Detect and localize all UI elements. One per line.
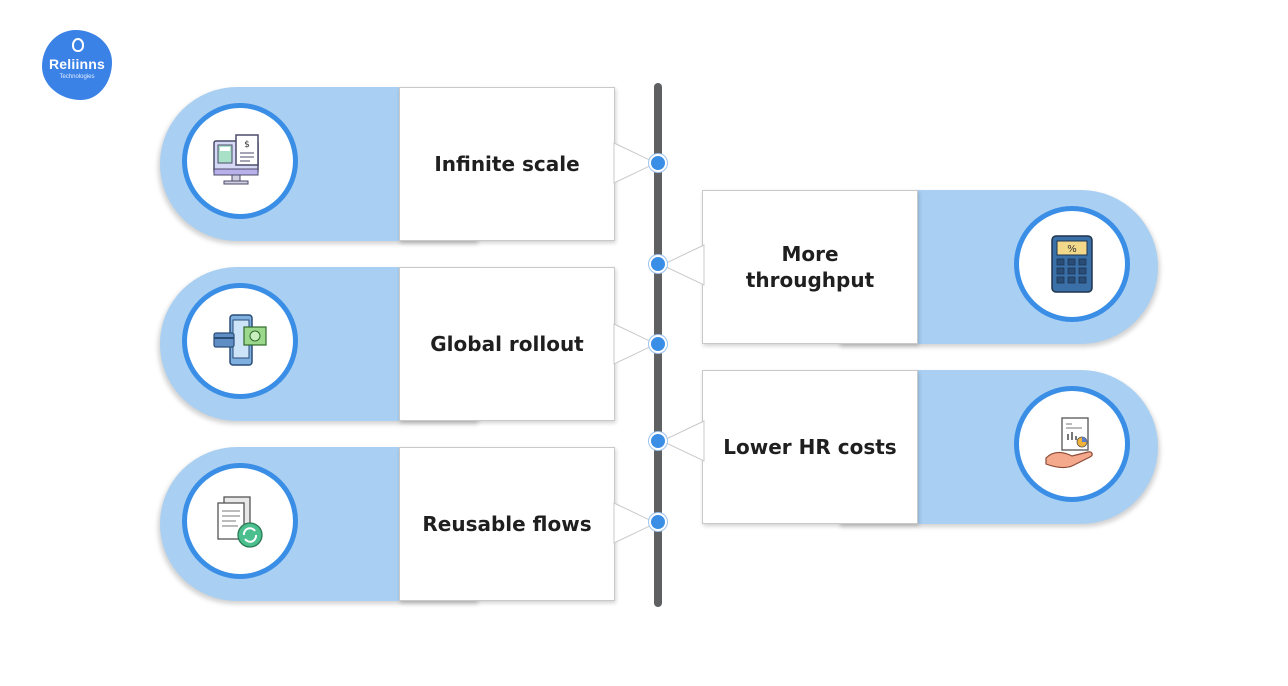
connector-wedge (613, 142, 658, 184)
company-logo: Reliinns Technologies (42, 30, 112, 100)
card-label: Lower HR costs (723, 435, 897, 459)
icon-ring: $ (182, 103, 298, 219)
document-refresh-icon (217, 496, 263, 548)
calculator-icon: % (1051, 235, 1093, 293)
icon-ring (1014, 386, 1130, 502)
card-label-box: More throughput (702, 190, 918, 344)
card-label-box: Reusable flows (399, 447, 615, 601)
timeline-dot (649, 432, 667, 450)
svg-text:%: % (1067, 244, 1077, 255)
svg-text:$: $ (244, 140, 250, 150)
card-label-box: Lower HR costs (702, 370, 918, 524)
icon-ring (182, 283, 298, 399)
hand-report-icon (1045, 417, 1093, 469)
timeline-dot (649, 335, 667, 353)
connector-wedge (613, 323, 658, 365)
benefit-card-lower-hr-costs: Lower HR costs (702, 370, 1158, 524)
connector-wedge (613, 502, 658, 544)
benefit-card-global-rollout: Global rollout (160, 267, 615, 421)
icon-ring (182, 463, 298, 579)
card-label: Global rollout (430, 332, 584, 356)
timeline-dot (649, 255, 667, 273)
benefit-card-infinite-scale: $ Infinite scale (160, 87, 615, 241)
timeline-dot (649, 513, 667, 531)
connector-wedge (660, 244, 705, 286)
card-label-box: Global rollout (399, 267, 615, 421)
phone-payment-icon (213, 314, 267, 366)
card-label: More throughput (745, 242, 875, 292)
connector-wedge (660, 420, 705, 462)
logo-tagline: Technologies (59, 74, 95, 80)
card-label-box: Infinite scale (399, 87, 615, 241)
timeline-dot (649, 154, 667, 172)
lightbulb-icon (72, 38, 84, 52)
monitor-invoice-icon: $ (213, 134, 259, 185)
card-label: Infinite scale (434, 152, 580, 176)
benefit-card-more-throughput: More throughput % (702, 190, 1158, 344)
card-label: Reusable flows (422, 512, 592, 536)
logo-name: Reliinns (48, 56, 106, 72)
benefit-card-reusable-flows: Reusable flows (160, 447, 615, 601)
icon-ring: % (1014, 206, 1130, 322)
